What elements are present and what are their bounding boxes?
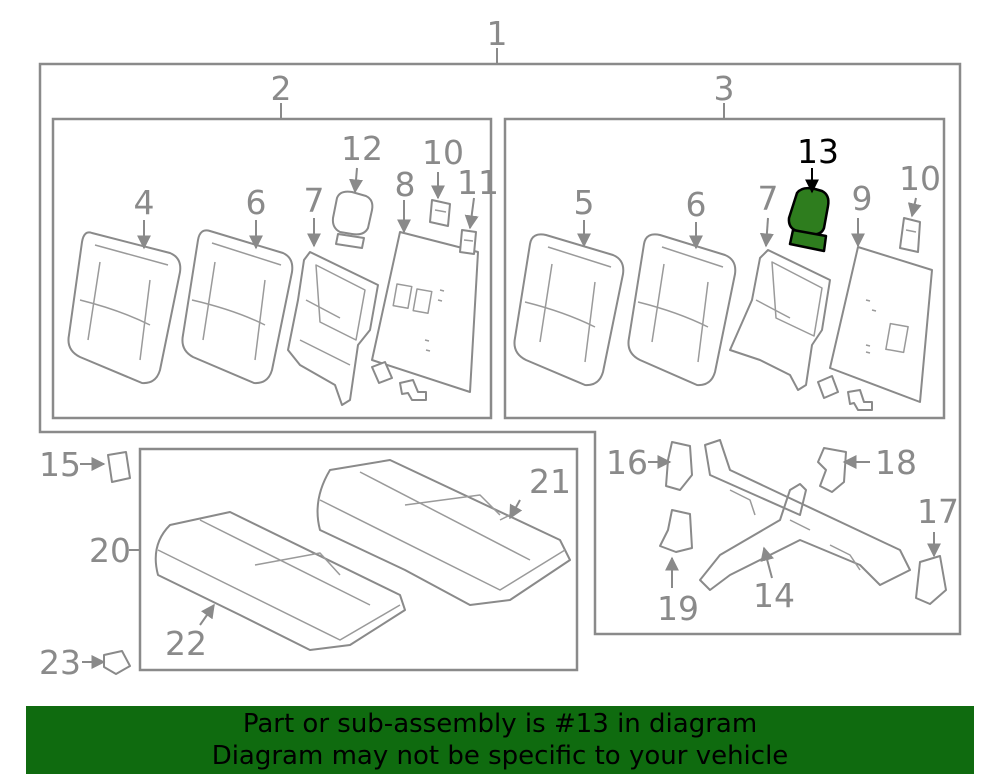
part-19-bracket[interactable] <box>659 509 693 553</box>
part-21-seat-cushion[interactable] <box>316 459 571 606</box>
callout-5: 5 <box>574 183 595 222</box>
callout-10-right: 10 <box>899 159 941 198</box>
leader-lines <box>80 167 941 669</box>
banner-line-2: Diagram may not be specific to your vehi… <box>211 741 789 771</box>
callout-2: 2 <box>271 69 292 108</box>
bushing-right <box>817 375 839 399</box>
part-23-clip[interactable] <box>103 650 131 675</box>
callout-11: 11 <box>457 163 499 202</box>
part-7-seat-back-frame-left[interactable] <box>287 251 379 406</box>
callout-23: 23 <box>39 643 81 682</box>
sub-assembly-3-frame <box>503 103 946 420</box>
part-13-headrest-highlighted[interactable] <box>787 186 830 253</box>
callout-4: 4 <box>134 183 155 222</box>
callout-15: 15 <box>39 445 81 484</box>
part-5-seat-back-cover[interactable] <box>513 233 625 387</box>
part-9-back-board-right[interactable] <box>829 246 933 403</box>
callout-7-left: 7 <box>304 181 325 220</box>
part-10-clip-right[interactable] <box>899 217 921 253</box>
callout-8: 8 <box>395 165 416 204</box>
part-8-back-board-left[interactable] <box>371 231 479 393</box>
part-10-clip-left[interactable] <box>429 199 451 227</box>
bolt-left <box>399 379 427 401</box>
sub-assembly-20-frame <box>129 447 579 672</box>
callout-9: 9 <box>852 179 873 218</box>
callout-3: 3 <box>714 69 735 108</box>
callout-13: 13 <box>797 132 839 171</box>
callout-17: 17 <box>917 492 959 531</box>
callout-16: 16 <box>606 443 648 482</box>
callout-1: 1 <box>487 14 508 53</box>
part-7-seat-back-frame-right[interactable] <box>729 249 831 391</box>
part-6-seat-back-pad-right[interactable] <box>627 233 737 387</box>
part-18-bracket[interactable] <box>817 447 847 493</box>
assembly-1-frame <box>38 48 962 636</box>
bushing-left <box>371 361 393 384</box>
part-17-bracket[interactable] <box>915 555 947 605</box>
callout-20: 20 <box>89 531 131 570</box>
banner-line-1: Part or sub-assembly is #13 in diagram <box>242 709 758 739</box>
callout-10-left: 10 <box>422 133 464 172</box>
callout-labels: 1 2 3 4 6 7 12 8 10 11 5 6 7 13 9 10 15 … <box>39 14 959 682</box>
part-16-bracket[interactable] <box>665 441 693 491</box>
callout-6-left: 6 <box>246 183 267 222</box>
callout-6-right: 6 <box>686 185 707 224</box>
part-15-clip[interactable] <box>107 451 131 483</box>
info-banner: Part or sub-assembly is #13 in diagram D… <box>26 706 974 774</box>
callout-22: 22 <box>165 624 207 663</box>
part-12-headrest[interactable] <box>331 190 374 249</box>
part-14-cushion-frame[interactable] <box>699 439 911 591</box>
part-6-seat-back-pad[interactable] <box>181 229 294 385</box>
callout-19: 19 <box>657 589 699 628</box>
bolt-right <box>847 389 873 411</box>
callout-14: 14 <box>753 576 795 615</box>
callout-18: 18 <box>875 443 917 482</box>
part-11-clip[interactable] <box>459 229 477 255</box>
callout-12: 12 <box>341 129 383 168</box>
sub-assembly-2-frame <box>51 103 493 420</box>
part-4-seat-back-cover[interactable] <box>67 231 182 385</box>
callout-7-right: 7 <box>758 179 779 218</box>
callout-21: 21 <box>529 462 571 501</box>
part-22-seat-cushion[interactable] <box>154 511 406 651</box>
